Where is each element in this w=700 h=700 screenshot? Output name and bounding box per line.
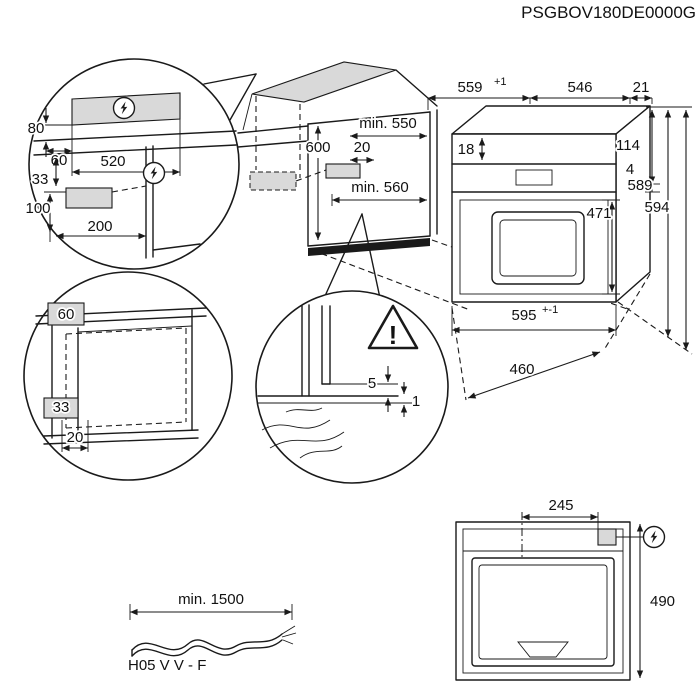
rear-spacer (325, 163, 361, 179)
dim-from-front: 200 (87, 218, 112, 235)
dim-side-gap: 21 (633, 79, 650, 96)
warning-icon: ! (367, 304, 419, 351)
dim-min-depth: min. 550 (359, 115, 417, 132)
dim-bottom-width: 595 (511, 307, 536, 324)
hob-projection-box (249, 171, 297, 191)
dim-side-zone: 33 (53, 399, 70, 416)
counter-front-edge (237, 125, 309, 134)
mount-zone-top (47, 302, 85, 326)
dim-door-height: 471 (586, 205, 611, 222)
topview-cavity (471, 557, 615, 667)
dim-oven-width: 546 (567, 79, 592, 96)
warning-exclamation: ! (389, 320, 398, 350)
dim-above-counter: 80 (28, 120, 45, 137)
dim-top-zone: 60 (58, 306, 75, 323)
topview-connection-box (597, 528, 617, 546)
oven-window (491, 211, 585, 285)
dim-front-offset: 20 (67, 429, 84, 446)
dim-bottom-width-tol: +-1 (542, 304, 558, 316)
detail-rear-callout: 5 1 ! (255, 213, 449, 484)
dim-trim-gap: 4 (626, 161, 634, 178)
dim-niche-width-tol: +1 (494, 76, 507, 88)
dim-zone-width: 520 (100, 153, 125, 170)
topview-outer (455, 521, 631, 681)
main-view: min. 550 600 20 min. 560 559 +1 (237, 61, 693, 401)
callout-circle (255, 290, 449, 484)
wood-grain (261, 407, 345, 459)
oven-display (515, 169, 553, 186)
connection-zone-lower (65, 187, 113, 209)
dim-height-b: 594 (644, 199, 669, 216)
dim-min-width: min. 560 (351, 179, 409, 196)
mount-zone-side (43, 397, 79, 419)
dim-rear-gap: 20 (354, 139, 371, 156)
dim-height-a: 589 (627, 177, 652, 194)
power-cable (131, 625, 297, 657)
oven (451, 105, 651, 303)
electrical-connection-icon (112, 96, 136, 120)
dim-cable-length: min. 1500 (178, 591, 244, 608)
oven-front-face (451, 133, 617, 303)
cable-detail: min. 1500 H05 V V - F (126, 589, 297, 676)
dim-niche-height: 600 (305, 139, 330, 156)
product-code: PSGBOV180DE0000G (521, 3, 696, 22)
oven-door (459, 199, 609, 295)
dim-top-clearance: 18 (458, 141, 475, 158)
cable-type-label: H05 V V - F (128, 657, 206, 674)
electrical-connection-icon (642, 525, 666, 549)
topview-front-detail (517, 641, 569, 658)
detail-connection-callout: 80 60 520 33 100 200 (24, 58, 257, 270)
detail-cabinet-callout: 60 33 20 (23, 271, 233, 481)
dim-side-offset: 33 (32, 171, 49, 188)
dim-vent-gap: 5 (368, 375, 376, 392)
dim-below-counter: 100 (25, 200, 50, 217)
dim-niche-width: 559 (457, 79, 482, 96)
dim-front-top: 114 (616, 137, 640, 154)
electrical-connection-icon (142, 161, 166, 185)
dim-from-edge: 60 (51, 152, 68, 169)
dim-topview-depth: 490 (650, 593, 675, 610)
dim-depth: 460 (509, 361, 534, 378)
dim-connection-offset: 245 (548, 497, 573, 514)
top-view: 245 490 (455, 495, 677, 681)
dim-floor-gap: 1 (412, 393, 420, 410)
hob-cutout (251, 61, 397, 103)
